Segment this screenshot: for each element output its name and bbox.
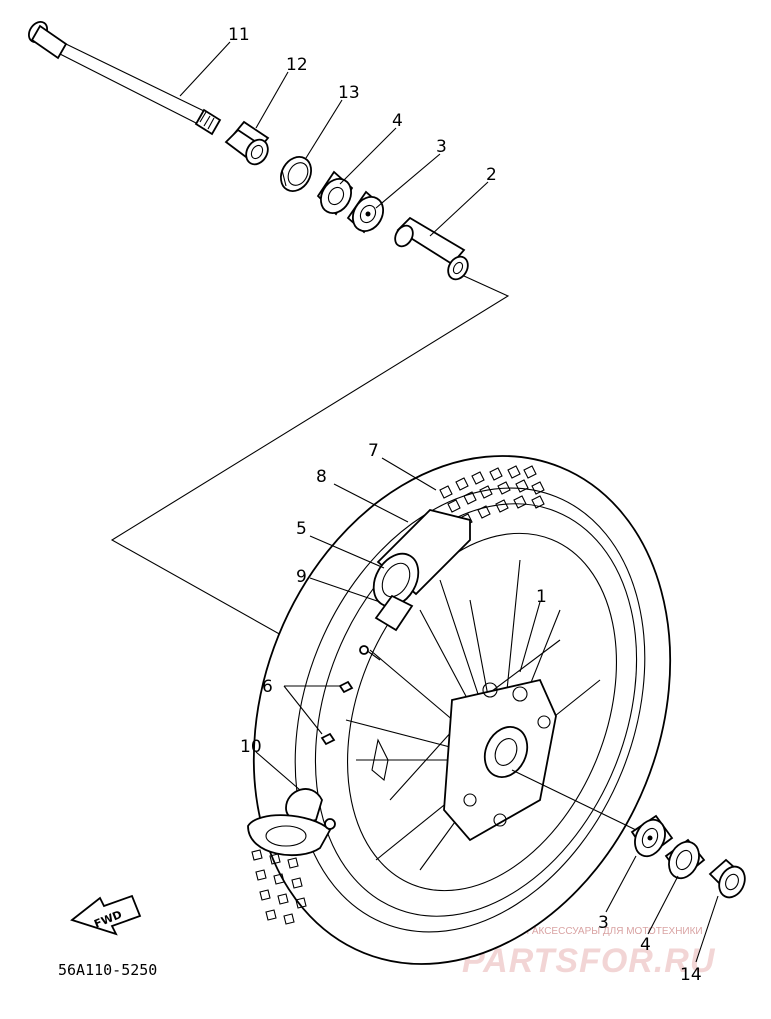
bearing-top-3 <box>346 190 384 234</box>
hub <box>371 678 557 842</box>
spoke-nipples <box>320 645 381 746</box>
callout-13: 13 <box>338 83 360 103</box>
callout-9: 9 <box>296 567 307 587</box>
callout-3-top: 3 <box>436 137 447 157</box>
valve <box>247 788 336 857</box>
collar <box>224 120 270 166</box>
callout-8: 8 <box>316 467 327 487</box>
front-axle <box>28 20 222 136</box>
callout-4-top: 4 <box>392 111 403 131</box>
bearing-top-4 <box>316 170 354 216</box>
callout-6: 6 <box>262 677 273 697</box>
callout-12: 12 <box>286 55 308 75</box>
watermark-brand: PARTSFOR.RU <box>462 942 716 980</box>
callout-7: 7 <box>368 441 379 461</box>
leader-lines-top <box>179 41 489 237</box>
tread-top <box>439 465 545 527</box>
tube-cutaway <box>372 509 471 608</box>
callout-14: 14 <box>680 965 702 985</box>
callout-1: 1 <box>536 587 547 607</box>
callout-numbers: 11 12 13 4 3 2 7 8 5 9 1 6 10 3 4 14 <box>228 25 702 985</box>
fwd-arrow: FWD <box>70 894 142 936</box>
oil-seal <box>280 156 312 192</box>
diagram-code: 56A110-5250 <box>58 961 157 979</box>
rim-band <box>374 594 414 632</box>
bearing-bottom-4 <box>664 838 706 880</box>
spacer <box>394 216 469 281</box>
callout-2: 2 <box>486 165 497 185</box>
watermark-subtitle: ЗАПЧАСТИ И АКСЕССУАРЫ ДЛЯ МОТОТЕХНИКИ <box>466 926 703 937</box>
callout-11: 11 <box>228 25 250 45</box>
callout-3-bottom: 3 <box>598 913 609 933</box>
callout-10: 10 <box>240 737 262 757</box>
collar-bottom-14 <box>708 858 746 899</box>
leader-lines-wheel <box>255 457 719 963</box>
exploded-guide-line <box>110 275 510 687</box>
bearing-bottom-3 <box>630 814 674 858</box>
wheel-assembly <box>247 455 672 965</box>
callout-5: 5 <box>296 519 307 539</box>
tread-bottom <box>251 849 307 925</box>
watermark: ЗАПЧАСТИ И АКСЕССУАРЫ ДЛЯ МОТОТЕХНИКИ PA… <box>462 926 716 980</box>
callout-4-bottom: 4 <box>640 935 651 955</box>
